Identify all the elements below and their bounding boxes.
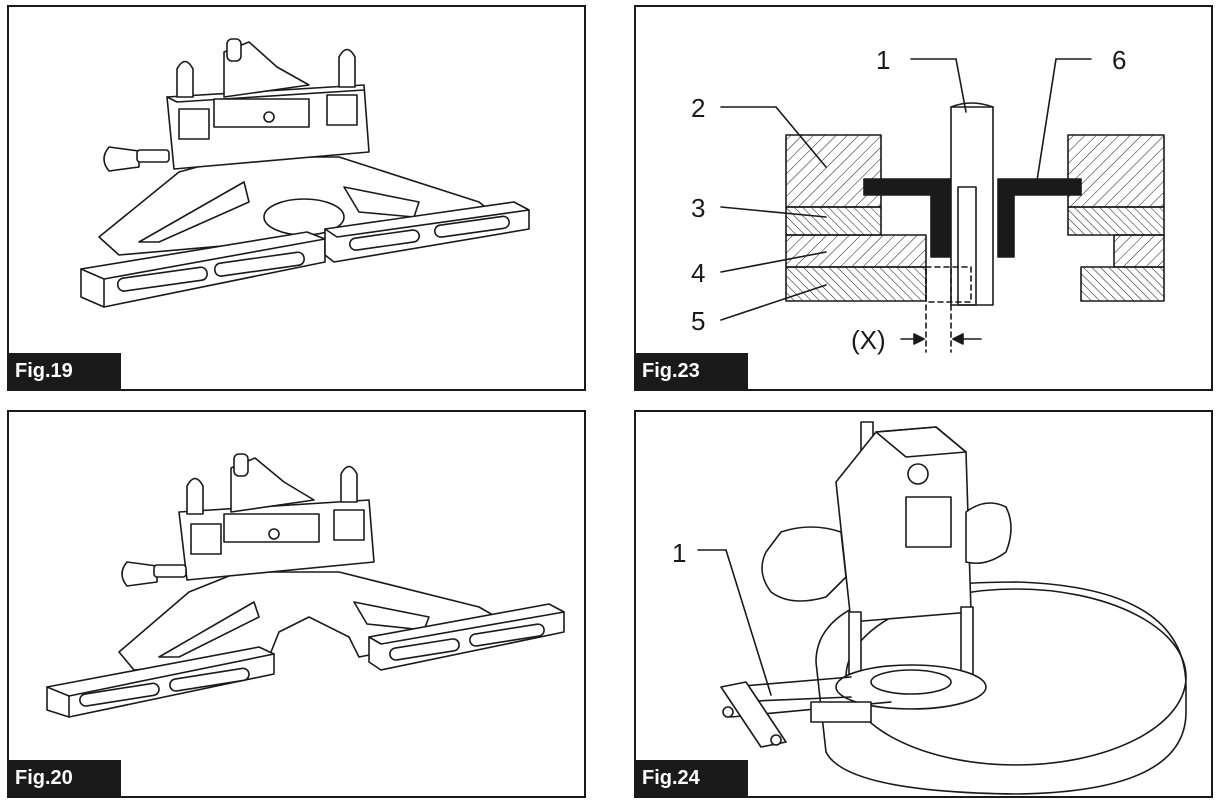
callout-6: 6 [1112, 45, 1127, 75]
callout-4: 4 [691, 258, 706, 288]
figure-20-panel: Fig.20 [7, 410, 586, 798]
cross-section-diagram [720, 58, 1165, 353]
trimmer-guide-illustration [46, 453, 565, 718]
figure-24-panel: 1 Fig.24 [634, 410, 1213, 798]
figure-20-label: Fig.20 [9, 760, 121, 796]
figure-19-label: Fig.19 [9, 353, 121, 389]
callout-2: 2 [691, 93, 706, 123]
callout-1: 1 [672, 538, 687, 568]
callout-3: 3 [691, 193, 706, 223]
router-circular-cutting-illustration [697, 421, 1187, 795]
figure-23-panel: 1 6 2 3 4 5 (X) Fig.23 [634, 5, 1213, 391]
figure-24-label: Fig.24 [636, 760, 748, 796]
dimension-x-label: (X) [851, 325, 886, 355]
callout-5: 5 [691, 306, 706, 336]
callout-1: 1 [876, 45, 891, 75]
figure-19-panel: Fig.19 [7, 5, 586, 391]
trimmer-guide-illustration [80, 38, 530, 308]
figure-23-label: Fig.23 [636, 353, 748, 389]
